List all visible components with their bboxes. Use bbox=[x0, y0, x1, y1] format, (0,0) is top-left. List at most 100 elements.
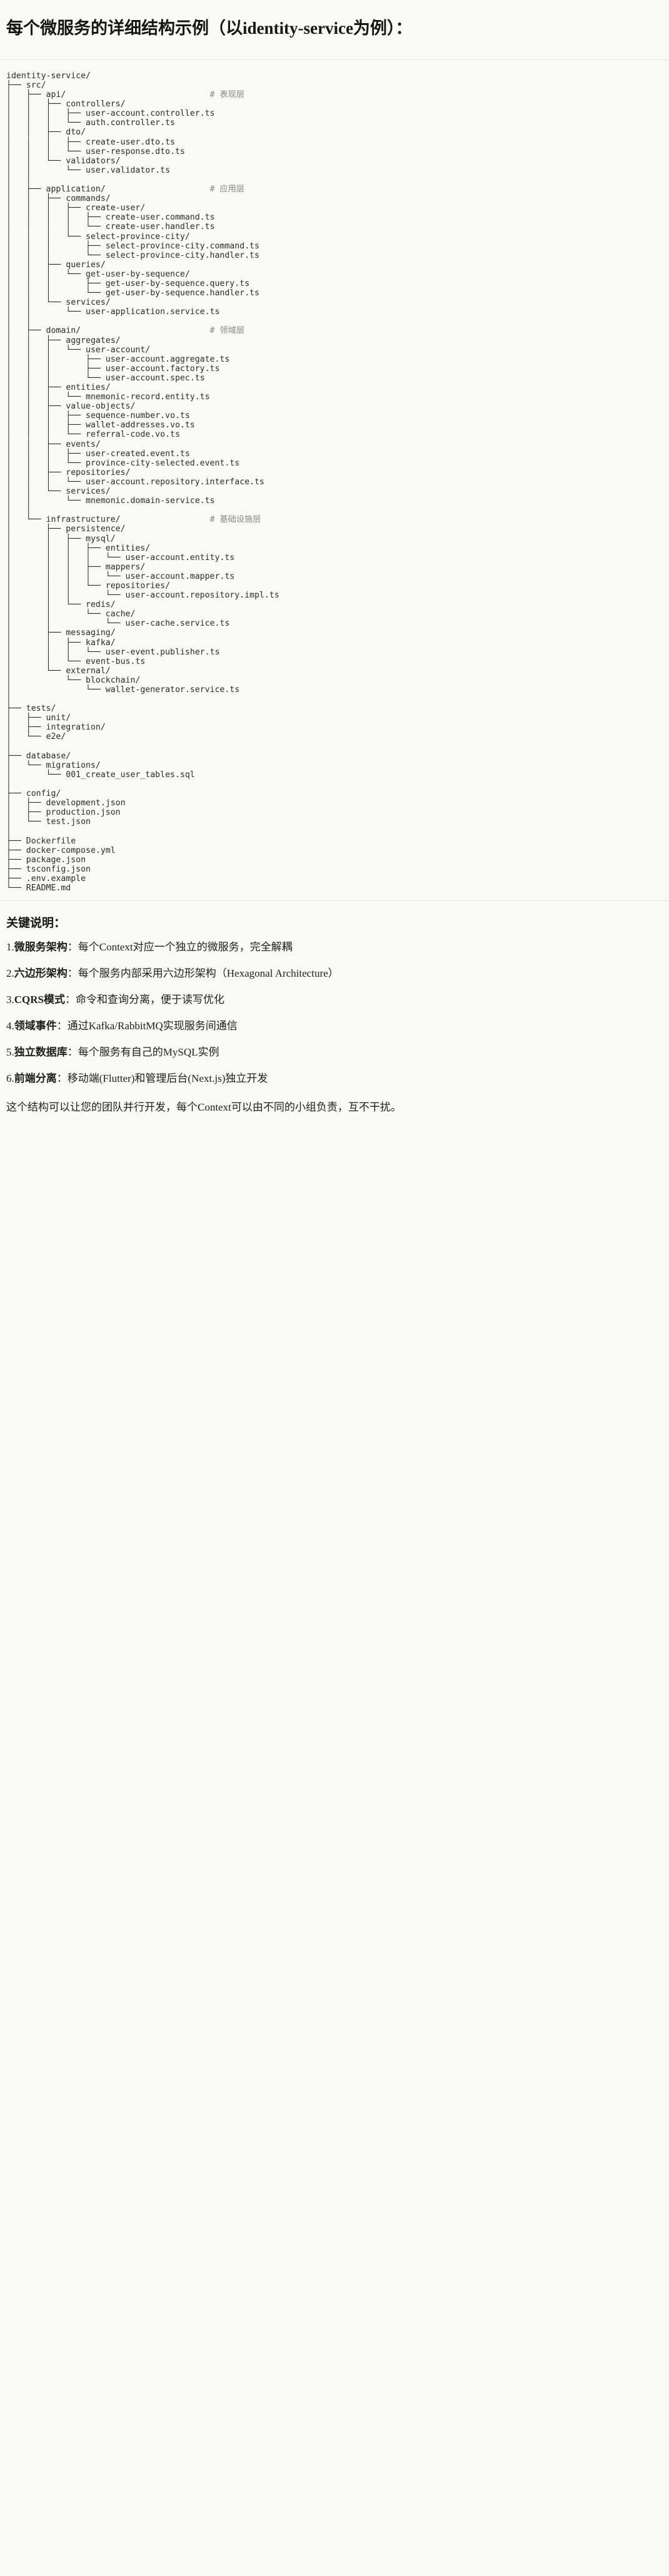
key-note-item: 4.领域事件：通过Kafka/RabbitMQ实现服务间通信 bbox=[6, 1019, 663, 1034]
tree-line-text: │ │ │ ├── create-user.dto.ts bbox=[6, 137, 175, 147]
tree-line-text: │ ├── domain/ bbox=[6, 326, 210, 336]
tree-line: │ │ └── user-cache.service.ts bbox=[6, 619, 663, 628]
tree-line: │ │ bbox=[6, 175, 663, 185]
tree-line: │ │ │ ├── get-user-by-sequence.query.ts bbox=[6, 279, 663, 288]
tree-divider bbox=[0, 900, 669, 902]
tree-line-text: │ │ │ └── select-province-city.handler.t… bbox=[6, 250, 259, 260]
tree-line: │ │ ├── controllers/ bbox=[6, 99, 663, 109]
key-note-item: 2.六边形架构：每个服务内部采用六边形架构（Hexagonal Architec… bbox=[6, 967, 663, 981]
tree-line-text: │ bbox=[6, 779, 11, 789]
tree-line-text: │ │ │ ├── user-account.factory.ts bbox=[6, 364, 220, 374]
tree-line-text: │ │ │ └── mnemonic-record.entity.ts bbox=[6, 392, 210, 402]
tree-line-text: │ │ └── event-bus.ts bbox=[6, 656, 146, 666]
tree-line-text: ├── docker-compose.yml bbox=[6, 845, 116, 855]
tree-line: │ │ │ └── user-response.dto.ts bbox=[6, 147, 663, 156]
tree-line-text: │ │ │ ├── wallet-addresses.vo.ts bbox=[6, 420, 195, 430]
tree-line-text: ├── package.json bbox=[6, 855, 86, 865]
tree-line: │ │ ├── entities/ bbox=[6, 383, 663, 392]
tree-line: │ └── migrations/ bbox=[6, 761, 663, 770]
tree-line-text: │ │ └── validators/ bbox=[6, 156, 121, 166]
tree-line: │ └── blockchain/ bbox=[6, 676, 663, 685]
tree-line-text: │ │ │ └── referral-code.vo.ts bbox=[6, 430, 180, 440]
key-note-separator: ： bbox=[56, 1019, 68, 1032]
tree-line: │ │ bbox=[6, 506, 663, 515]
page-title: 每个微服务的详细结构示例（以identity-service为例）： bbox=[6, 19, 413, 38]
tree-line-text: │ ├── production.json bbox=[6, 808, 121, 818]
key-note-number: 4. bbox=[6, 1019, 14, 1032]
key-note-number: 3. bbox=[6, 993, 14, 1005]
tree-line: │ bbox=[6, 742, 663, 751]
key-note-description: 每个Context对应一个独立的微服务，完全解耦 bbox=[78, 941, 293, 954]
tree-line-text: │ └── external/ bbox=[6, 666, 111, 676]
tree-line: │ │ │ ├── select-province-city.command.t… bbox=[6, 242, 663, 251]
tree-line: │ ├── persistence/ bbox=[6, 524, 663, 534]
key-note-description: 每个服务有自己的MySQL实例 bbox=[78, 1046, 219, 1058]
key-note-term: 六边形架构 bbox=[14, 967, 68, 979]
key-note-item: 6.前端分离：移动端(Flutter)和管理后台(Next.js)独立开发 bbox=[6, 1072, 663, 1086]
tree-line: │ │ │ └── get-user-by-sequence/ bbox=[6, 270, 663, 279]
tree-line-text: │ │ │ └── get-user-by-sequence/ bbox=[6, 269, 190, 279]
tree-line-text: │ │ └── services/ bbox=[6, 487, 111, 497]
tree-line: ├── tests/ bbox=[6, 704, 663, 713]
tree-line-text: │ ├── application/ bbox=[6, 185, 210, 195]
tree-line-text: ├── config/ bbox=[6, 789, 61, 799]
tree-line-text: │ │ ├── commands/ bbox=[6, 194, 111, 204]
tree-line-text: │ ├── api/ bbox=[6, 90, 210, 100]
tree-line-text: │ │ │ └── user-account.repository.interf… bbox=[6, 477, 264, 487]
tree-line: │ │ └── services/ bbox=[6, 298, 663, 307]
tree-line: │ │ └── cache/ bbox=[6, 609, 663, 619]
tree-line: │ │ ├── mysql/ bbox=[6, 534, 663, 544]
key-note-separator: ： bbox=[56, 1072, 68, 1084]
key-note-term: CQRS模式 bbox=[14, 993, 65, 1005]
tree-line: │ │ └── mnemonic.domain-service.ts bbox=[6, 496, 663, 506]
tree-line: │ │ │ ├── mappers/ bbox=[6, 563, 663, 572]
key-note-term: 领域事件 bbox=[14, 1019, 57, 1032]
tree-line-text: │ ├── development.json bbox=[6, 798, 126, 808]
tree-line-text: │ │ │ │ └── user-account.mapper.ts bbox=[6, 571, 235, 581]
tree-line: ├── Dockerfile bbox=[6, 837, 663, 846]
key-notes-heading: 关键说明： bbox=[6, 917, 66, 930]
tree-line: │ ├── application/ # 应用层 bbox=[6, 185, 663, 194]
tree-line: │ │ └── user.validator.ts bbox=[6, 166, 663, 175]
tree-line-text: │ │ ├── controllers/ bbox=[6, 99, 126, 109]
tree-line: │ └── test.json bbox=[6, 817, 663, 827]
tree-line: │ └── wallet-generator.service.ts bbox=[6, 685, 663, 695]
tree-line: │ │ │ │ └── user-account.entity.ts bbox=[6, 553, 663, 563]
tree-line: │ │ │ └── user-account.repository.impl.t… bbox=[6, 591, 663, 600]
tree-line: │ ├── api/ # 表现层 bbox=[6, 90, 663, 99]
tree-line-text: ├── .env.example bbox=[6, 873, 86, 883]
key-note-term: 独立数据库 bbox=[14, 1046, 68, 1058]
tree-line: │ │ │ ├── wallet-addresses.vo.ts bbox=[6, 420, 663, 430]
tree-line-text: │ ├── integration/ bbox=[6, 723, 106, 733]
tree-line-text: ├── database/ bbox=[6, 751, 71, 761]
key-note-number: 6. bbox=[6, 1072, 14, 1084]
tree-line-text: │ │ └── user.validator.ts bbox=[6, 165, 171, 175]
tree-line: │ │ └── event-bus.ts bbox=[6, 657, 663, 666]
page-root: 每个微服务的详细结构示例（以identity-service为例）： ident… bbox=[0, 11, 669, 1129]
tree-line-text: └── README.md bbox=[6, 883, 71, 893]
tree-line: │ │ │ ├── user-account.aggregate.ts bbox=[6, 355, 663, 364]
tree-line-text: │ │ │ │ ├── create-user.command.ts bbox=[6, 213, 215, 223]
tree-line-text: │ ├── messaging/ bbox=[6, 628, 116, 638]
tree-line: │ │ │ └── select-province-city/ bbox=[6, 232, 663, 242]
tree-line-text: │ bbox=[6, 827, 11, 837]
tree-line-text: │ bbox=[6, 741, 11, 751]
key-note-separator: ： bbox=[67, 1046, 78, 1058]
tree-line-comment: # 领域层 bbox=[209, 326, 244, 336]
tree-line: │ │ │ └── user-account.repository.interf… bbox=[6, 477, 663, 487]
tree-line: │ │ │ ├── create-user.dto.ts bbox=[6, 138, 663, 147]
tree-line: │ └── e2e/ bbox=[6, 732, 663, 741]
tree-line: │ │ └── user-application.service.ts bbox=[6, 307, 663, 317]
tree-line: │ ├── messaging/ bbox=[6, 628, 663, 638]
tree-line: │ bbox=[6, 695, 663, 704]
tree-line: │ │ │ └── user-account/ bbox=[6, 345, 663, 355]
tree-line: │ │ ├── dto/ bbox=[6, 128, 663, 137]
tree-line-text: │ │ │ └── user-account.spec.ts bbox=[6, 373, 205, 383]
tree-line: │ ├── domain/ # 领域层 bbox=[6, 326, 663, 335]
tree-line: │ └── external/ bbox=[6, 666, 663, 676]
tree-line-text: │ │ │ └── province-city-selected.event.t… bbox=[6, 458, 240, 468]
tree-line: │ │ │ ├── entities/ bbox=[6, 544, 663, 553]
tree-line: │ │ │ ├── user-created.event.ts bbox=[6, 449, 663, 459]
